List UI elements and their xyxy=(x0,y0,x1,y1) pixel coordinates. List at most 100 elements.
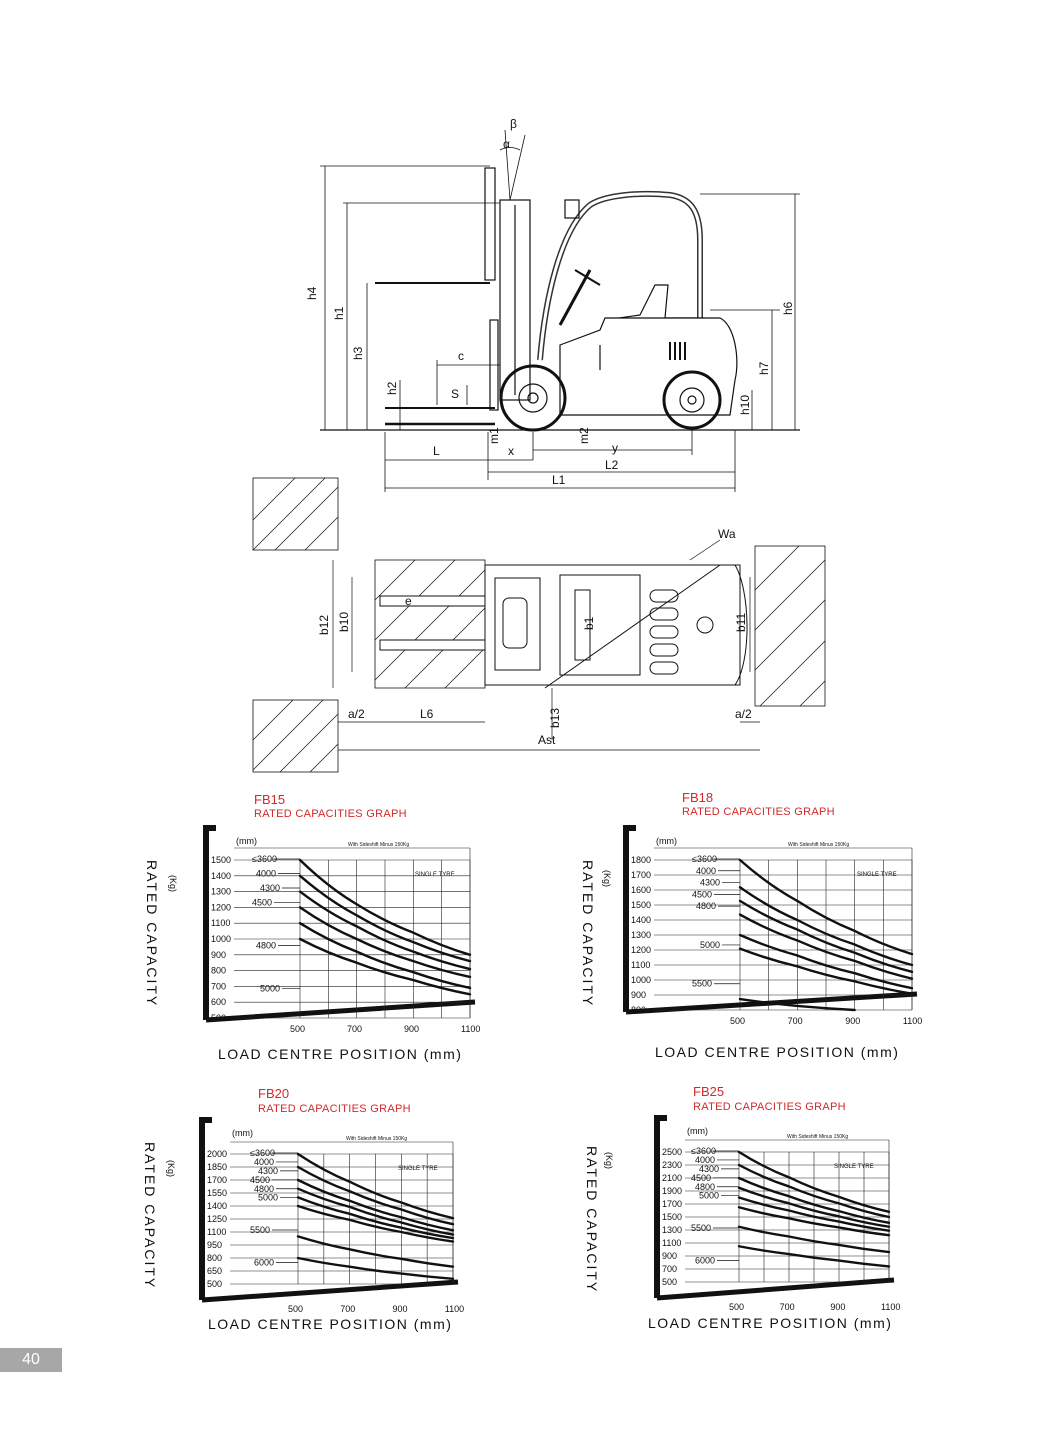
chart-fb20-tyre: SINGLE TYRE xyxy=(398,1166,438,1172)
chart-fb25-tyre: SINGLE TYRE xyxy=(834,1164,874,1170)
chart-fb25-series-5 xyxy=(737,1206,891,1237)
chart-fb25-mast-label: ≤3600 xyxy=(691,1146,716,1156)
chart-fb15-series-2 xyxy=(298,890,472,971)
forklift-drawing: α β h4 h1 h3 c S h2 h6 h7 h10 m1 m2 L x … xyxy=(252,117,826,773)
fb20-ylabel: RATED CAPACITY xyxy=(142,1142,158,1290)
label-h4: h4 xyxy=(305,286,319,300)
label-b10: b10 xyxy=(337,612,351,632)
chart-fb18-note: With Sideshift Minus 150Kg xyxy=(788,842,849,848)
chart-fb18-ytick: 900 xyxy=(631,990,646,1000)
label-b1: b1 xyxy=(582,616,596,630)
chart-fb15-xtick: 500 xyxy=(290,1024,305,1034)
chart-fb25-mast-label: 4500 xyxy=(691,1173,711,1183)
fb20-xlabel: LOAD CENTRE POSITION (mm) xyxy=(208,1316,453,1332)
chart-fb25-series-7 xyxy=(737,1245,891,1268)
chart-fb15-mast-label: 4500 xyxy=(252,897,272,907)
chart-fb18-ytick: 1700 xyxy=(631,870,651,880)
fb20-title: FB20 xyxy=(258,1086,290,1101)
chart-fb15-note: With Sideshift Minus 150Kg xyxy=(348,842,409,848)
chart-fb18-ytick: 1500 xyxy=(631,900,651,910)
fb18-kg: (Kg) xyxy=(602,870,612,888)
fb18-xlabel: LOAD CENTRE POSITION (mm) xyxy=(655,1044,900,1060)
chart-fb15-series-5 xyxy=(298,937,472,996)
fb25-kg: (Kg) xyxy=(604,1152,614,1170)
label-alpha: α xyxy=(503,137,510,151)
chart-fb15-ytick: 600 xyxy=(211,997,226,1007)
label-c: c xyxy=(458,349,464,363)
chart-fb20-xtick: 1100 xyxy=(445,1304,464,1312)
chart-fb20-unit: (mm) xyxy=(232,1128,253,1138)
fb25-subtitle: RATED CAPACITIES GRAPH xyxy=(693,1101,846,1113)
chart-fb18-series-4 xyxy=(738,933,914,990)
chart-fb25-ytick: 500 xyxy=(662,1277,677,1287)
label-b12: b12 xyxy=(317,615,331,635)
chart-fb15-mast-label: 4800 xyxy=(256,940,276,950)
chart-fb25-series-2 xyxy=(737,1176,891,1225)
chart-fb18-series-1 xyxy=(738,886,914,967)
chart-fb20-ytick: 950 xyxy=(207,1240,222,1250)
label-L2: L2 xyxy=(605,458,619,472)
chart-fb15-mast-label: 4300 xyxy=(260,883,280,893)
chart-fb15-ytick: 1100 xyxy=(211,918,230,928)
chart-fb25-xtick: 1100 xyxy=(881,1302,900,1312)
top-view xyxy=(252,477,826,773)
chart-fb18-series-5 xyxy=(738,947,914,995)
fb15-title: FB15 xyxy=(254,792,286,807)
chart-fb20-xtick: 700 xyxy=(340,1304,355,1312)
chart-fb18-ytick: 800 xyxy=(631,1005,646,1015)
chart-fb25-ytick: 1500 xyxy=(662,1212,682,1222)
label-h7: h7 xyxy=(757,361,771,375)
chart-fb20-ytick: 500 xyxy=(207,1279,222,1289)
chart-fb25-xtick: 900 xyxy=(830,1302,845,1312)
chart-fb20-ytick: 1250 xyxy=(207,1214,227,1224)
chart-fb18-ytick: 1200 xyxy=(631,945,651,955)
chart-fb15-mast-label: 4000 xyxy=(256,868,276,878)
chart-fb20-series-4 xyxy=(296,1196,455,1240)
label-b13: b13 xyxy=(548,708,562,728)
chart-fb20-mast-label: 4800 xyxy=(254,1184,274,1194)
chart-fb25-series-1 xyxy=(737,1163,891,1219)
chart-fb25-note: With Sideshift Minus 150Kg xyxy=(787,1134,848,1140)
chart-fb25-ytick: 1900 xyxy=(662,1186,682,1196)
chart-fb18-ytick: 1600 xyxy=(631,885,651,895)
chart-fb20-mast-label: 4300 xyxy=(258,1166,278,1176)
chart-fb25-base xyxy=(656,1277,895,1301)
chart-fb20-mast-label: 4000 xyxy=(254,1157,274,1167)
fb18-ylabel: RATED CAPACITY xyxy=(580,860,596,1008)
chart-fb25-series-4 xyxy=(737,1196,891,1232)
chart-fb20-series-3 xyxy=(296,1187,455,1236)
label-s: S xyxy=(451,387,459,401)
chart-fb25-ytick: 900 xyxy=(662,1251,677,1261)
chart-fb18-ytick: 1300 xyxy=(631,930,651,940)
chart-fb15-ytick: 900 xyxy=(211,950,226,960)
fb15-subtitle: RATED CAPACITIES GRAPH xyxy=(254,808,407,820)
fb25-ylabel: RATED CAPACITY xyxy=(584,1146,600,1294)
chart-fb25-ytick: 1700 xyxy=(662,1199,682,1209)
fb15-kg: (Kg) xyxy=(168,875,178,893)
chart-fb25-ytick: 2300 xyxy=(662,1160,682,1170)
chart-fb20-ytick: 1100 xyxy=(207,1227,226,1237)
chart-fb25-unit: (mm) xyxy=(687,1126,708,1136)
chart-fb15-ytick: 1300 xyxy=(211,887,231,897)
chart-fb15-xtick: 1100 xyxy=(461,1024,480,1034)
chart-fb25-mast-label: 4300 xyxy=(699,1164,719,1174)
chart-fb15-ytick: 800 xyxy=(211,966,226,976)
fb18-subtitle: RATED CAPACITIES GRAPH xyxy=(682,806,835,818)
label-b11: b11 xyxy=(734,613,748,632)
chart-fb25-series-0 xyxy=(737,1150,891,1213)
chart-fb15-mast-label: ≤3600 xyxy=(252,854,277,864)
chart-fb18-series-3 xyxy=(738,913,914,980)
chart-fb18-series-2 xyxy=(738,899,914,974)
fb20-subtitle: RATED CAPACITIES GRAPH xyxy=(258,1103,411,1115)
chart-fb20-series-7 xyxy=(296,1256,455,1280)
chart-fb18-ytick: 1800 xyxy=(631,855,651,865)
chart-fb25-mast-label: 4800 xyxy=(695,1182,715,1192)
chart-fb15-series-3 xyxy=(298,906,472,979)
chart-fb15-frame xyxy=(203,825,216,1020)
chart-fb18-ytick: 1100 xyxy=(631,960,650,970)
label-h6: h6 xyxy=(781,301,795,315)
fb25-xlabel: LOAD CENTRE POSITION (mm) xyxy=(648,1315,893,1331)
chart-fb18-mast-label: 4500 xyxy=(692,889,712,899)
chart-fb15-series-1 xyxy=(298,874,472,963)
